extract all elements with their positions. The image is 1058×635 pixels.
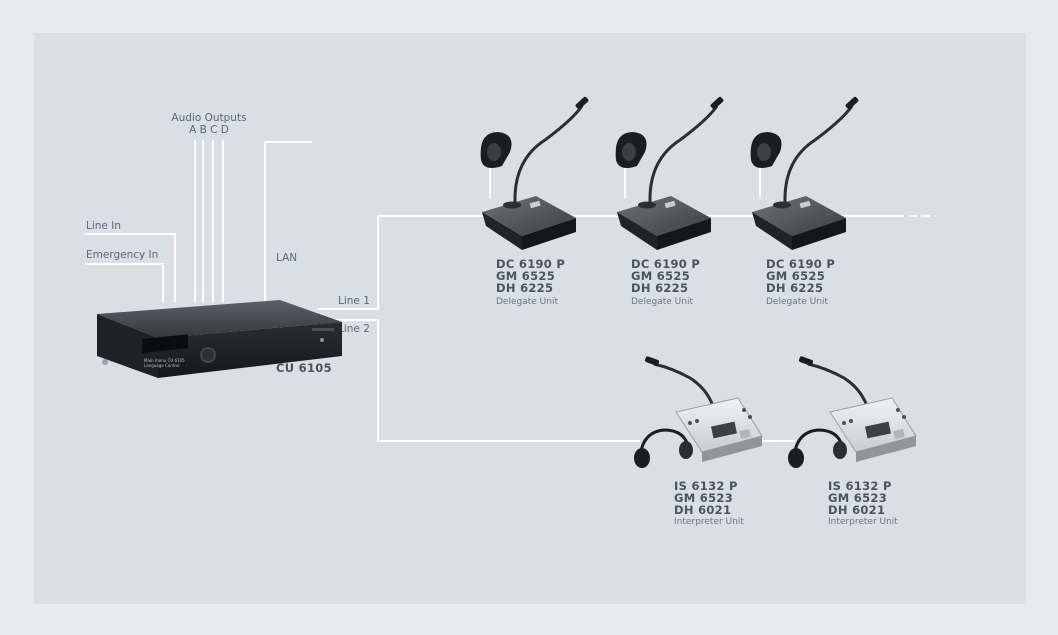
delegate-1-model-3: DH 6225 (496, 281, 553, 295)
cu-display (142, 334, 188, 354)
delegate-unit-1 (480, 96, 589, 250)
interpreter-unit-2 (788, 356, 917, 468)
delegate-3-model-3: DH 6225 (766, 281, 823, 295)
line-1-label: Line 1 (338, 295, 370, 307)
central-unit: Main menu CU 6105 Language Control (97, 300, 342, 378)
interpreter-1-model-2: GM 6523 (674, 491, 733, 505)
delegate-3-caption: Delegate Unit (766, 297, 828, 307)
cu-logo-icon (102, 359, 108, 365)
delegate-2-caption: Delegate Unit (631, 297, 693, 307)
microphone-icon (783, 105, 854, 203)
cu-display-line2: Language Control (144, 363, 179, 368)
delegate-2-model-2: GM 6525 (631, 269, 690, 283)
interpreter-1-model-1: IS 6132 P (674, 479, 738, 493)
delegate-2-model-1: DC 6190 P (631, 257, 700, 271)
interpreter-2-model-3: DH 6021 (828, 503, 885, 517)
cu-control-knob (200, 347, 216, 363)
interpreter-1-model-3: DH 6021 (674, 503, 731, 517)
delegate-2-model-3: DH 6225 (631, 281, 688, 295)
line-in-label: Line In (86, 220, 121, 232)
headset-icon (638, 428, 690, 459)
delegate-unit-3 (750, 96, 859, 250)
delegate-unit-2 (615, 96, 724, 250)
line-2-label: Line 2 (338, 323, 370, 335)
cu-model-label: CU 6105 (276, 361, 332, 375)
cu-display-line1: Main menu CU 6105 (144, 358, 185, 363)
audio-outputs-label: Audio Outputs (171, 112, 246, 124)
interpreter-2-model-1: IS 6132 P (828, 479, 892, 493)
delegate-3-model-2: GM 6525 (766, 269, 825, 283)
microphone-icon (648, 105, 719, 203)
interpreter-unit-1 (634, 356, 763, 468)
delegate-1-model-1: DC 6190 P (496, 257, 565, 271)
delegate-3-model-1: DC 6190 P (766, 257, 835, 271)
interpreter-2-model-2: GM 6523 (828, 491, 887, 505)
interpreter-2-caption: Interpreter Unit (828, 517, 898, 527)
lan-label: LAN (276, 252, 297, 264)
headset-icon (792, 428, 844, 459)
cu-power-led (320, 338, 324, 342)
interpreter-1-caption: Interpreter Unit (674, 517, 744, 527)
delegate-1-model-2: GM 6525 (496, 269, 555, 283)
audio-outputs-letters: A B C D (189, 124, 229, 136)
microphone-icon (513, 105, 584, 203)
emergency-in-label: Emergency In (86, 249, 158, 261)
delegate-1-caption: Delegate Unit (496, 297, 558, 307)
